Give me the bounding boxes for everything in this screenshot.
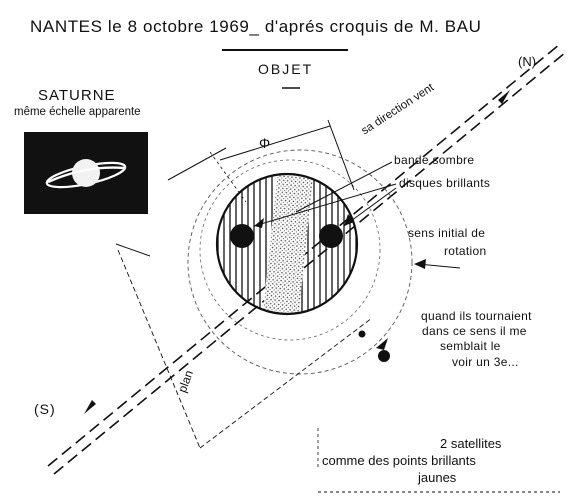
- note-line4: voir un 3e...: [452, 355, 519, 369]
- bright-disc-right: [319, 224, 343, 248]
- note-line1: quand ils tournaient: [421, 309, 532, 323]
- phi-line-right: [327, 119, 355, 191]
- satellites-label-line1: 2 satellites: [440, 436, 502, 451]
- theta-line-3: [115, 243, 151, 257]
- bright-discs-label: disques brillants: [399, 176, 491, 190]
- satellite-large: [378, 350, 390, 362]
- saturn-thumbnail: [24, 132, 148, 214]
- page-title: NANTES le 8 octobre 1969_ d'aprés croqui…: [30, 17, 482, 36]
- phi-line-left: [167, 147, 227, 181]
- theta-line-2: [199, 317, 373, 449]
- dark-band: [262, 174, 314, 314]
- objet-heading: OBJET: [258, 61, 314, 77]
- dark-band-label: bande sombre: [394, 153, 475, 167]
- bright-disc-left: [230, 224, 254, 248]
- saturn-icon: [45, 159, 127, 189]
- pointer-disques-2: [343, 187, 397, 227]
- south-label: (S): [34, 401, 56, 417]
- track-arrow-south: [84, 400, 96, 414]
- note-line3: semblait le: [440, 339, 501, 353]
- pointer-arrowhead-1: [254, 218, 264, 228]
- satellites-label-line2: comme des points brillants: [322, 453, 476, 468]
- theta-line-1: [117, 249, 201, 449]
- track-arrow-north: [498, 90, 510, 104]
- phi-ext-left: [209, 151, 247, 203]
- satellite-arrow: [376, 338, 388, 350]
- rotation-label-line2: rotation: [444, 244, 487, 258]
- outer-orbit: [187, 149, 413, 375]
- phi-label: Φ: [259, 135, 271, 151]
- pointer-bande: [295, 161, 393, 213]
- inner-orbit: [199, 159, 381, 341]
- pointer-arrowhead-2: [344, 214, 354, 226]
- disc-outline: [215, 172, 359, 316]
- saturn-subtitle: même échelle apparente: [14, 106, 141, 118]
- satellite-small: [358, 330, 366, 338]
- phi-dimension: [219, 125, 331, 161]
- saturn-title: SATURNE: [38, 87, 116, 104]
- north-label: (N): [518, 54, 537, 69]
- pointer-disques-1: [253, 183, 397, 227]
- satellites-label-line3: jaunes: [418, 470, 457, 485]
- note-line2: dans ce sens il me: [422, 324, 527, 338]
- rotation-label-line1: sens initial de: [408, 226, 486, 240]
- rotation-arrowhead: [414, 259, 426, 269]
